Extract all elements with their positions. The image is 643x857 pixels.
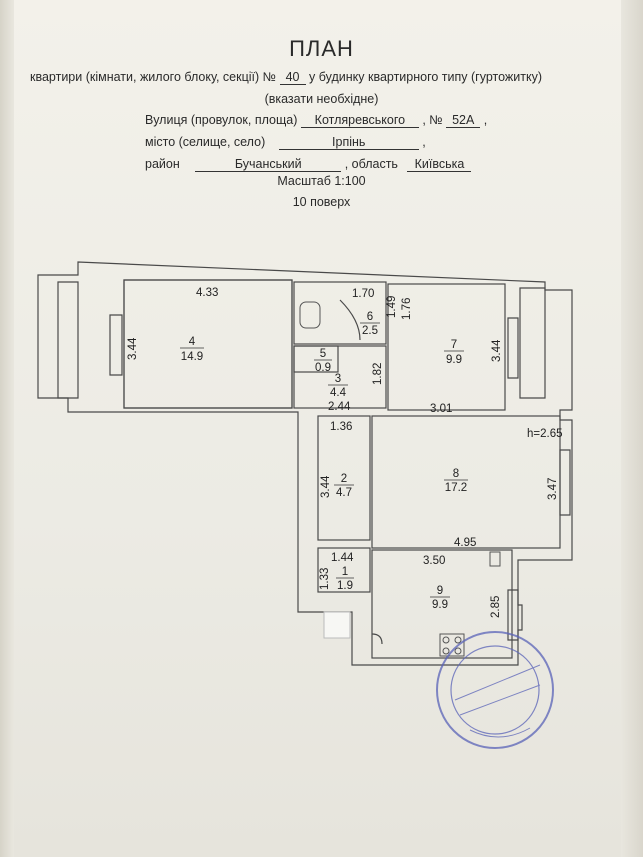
window-room-4 [109,314,123,376]
balcony-right [519,287,546,399]
stove-fixture [439,633,465,657]
dim-r6-width: 1.70 [352,288,374,300]
dim-r1-width: 1.44 [331,552,354,564]
room-7 [387,283,506,411]
floor-label: 10 поверх [292,195,351,209]
room-3 [293,345,387,409]
room-3-number: 3 [335,373,341,385]
sheet-shadow-right [621,0,643,857]
dim-r7-height-b: 3.44 [491,339,503,362]
room-6-number: 6 [367,311,373,323]
ceiling-height: h=2.65 [527,428,563,440]
dim-r9-width: 3.50 [423,555,445,567]
room-2-area: 4.7 [336,487,352,499]
house-number: 52А [446,113,481,128]
city-value: Ірпінь [278,135,419,150]
room-4-area: 14.9 [181,351,203,363]
room-9-number: 9 [437,585,443,597]
room-5-number: 5 [320,348,326,360]
plan-title: ПЛАН [289,36,354,61]
room-1 [317,547,371,593]
door-bathroom [339,299,361,341]
toilet-fixture [299,301,321,329]
scale-label: Масштаб 1:100 [277,174,366,188]
window-room-7 [507,317,519,379]
dim-r7-height-a: 1.76 [401,298,413,320]
room-7-area: 9.9 [446,354,462,366]
room-4-number: 4 [189,336,196,348]
dim-r1-height: 1.33 [319,568,331,590]
official-stamp [436,631,554,749]
city-line: місто (селище, село) Ірпінь , [145,135,426,150]
sheet-shadow-left [0,0,14,857]
room-3-area: 4.4 [330,387,347,399]
district-value: Бучанський [195,157,342,172]
window-room-8 [559,449,571,516]
room-2 [317,415,371,541]
apartment-line: квартири (кімнати, жилого блоку, секції)… [30,70,543,85]
room-6 [293,281,387,345]
sink-fixture [489,551,501,567]
street-line: Вулиця (провулок, площа) Котляревського … [145,113,488,128]
dim-r3-width: 2.44 [328,401,351,413]
instruction-line: (вказати необхідне) [264,92,379,106]
dim-r8-height: 3.47 [547,478,559,500]
room-9-area: 9.9 [432,599,448,611]
dim-r4-height: 3.44 [127,337,139,360]
district-line: район Бучанський , область Київська [145,157,472,172]
window-room-9 [507,589,519,641]
dim-r4-width: 4.33 [196,287,218,299]
dim-r9-height: 2.85 [490,596,502,618]
room-1-area: 1.9 [337,580,353,592]
room-1-number: 1 [342,566,348,578]
dim-r7-width: 3.01 [430,403,452,415]
room-7-number: 7 [451,339,457,351]
room-8-number: 8 [453,468,459,480]
dim-r8-width: 4.95 [454,537,476,549]
room-5-area: 0.9 [315,362,331,374]
inner-wall [123,279,293,409]
apartment-number: 40 [279,70,306,85]
dim-r6-height: 1.49 [386,296,398,318]
region-value: Київська [407,157,472,172]
room-4 [123,279,293,409]
door-entrance [371,633,383,645]
balcony-left [57,281,79,399]
street-value: Котляревського [300,113,419,128]
dim-r2-height: 3.44 [320,475,332,498]
room-8-area: 17.2 [445,482,467,494]
room-6-area: 2.5 [362,325,378,337]
entrance-box [323,611,351,639]
room-2-number: 2 [341,473,347,485]
dim-r3-height: 1.82 [372,363,384,385]
room-9 [371,549,513,659]
dim-r2-width: 1.36 [330,421,352,433]
